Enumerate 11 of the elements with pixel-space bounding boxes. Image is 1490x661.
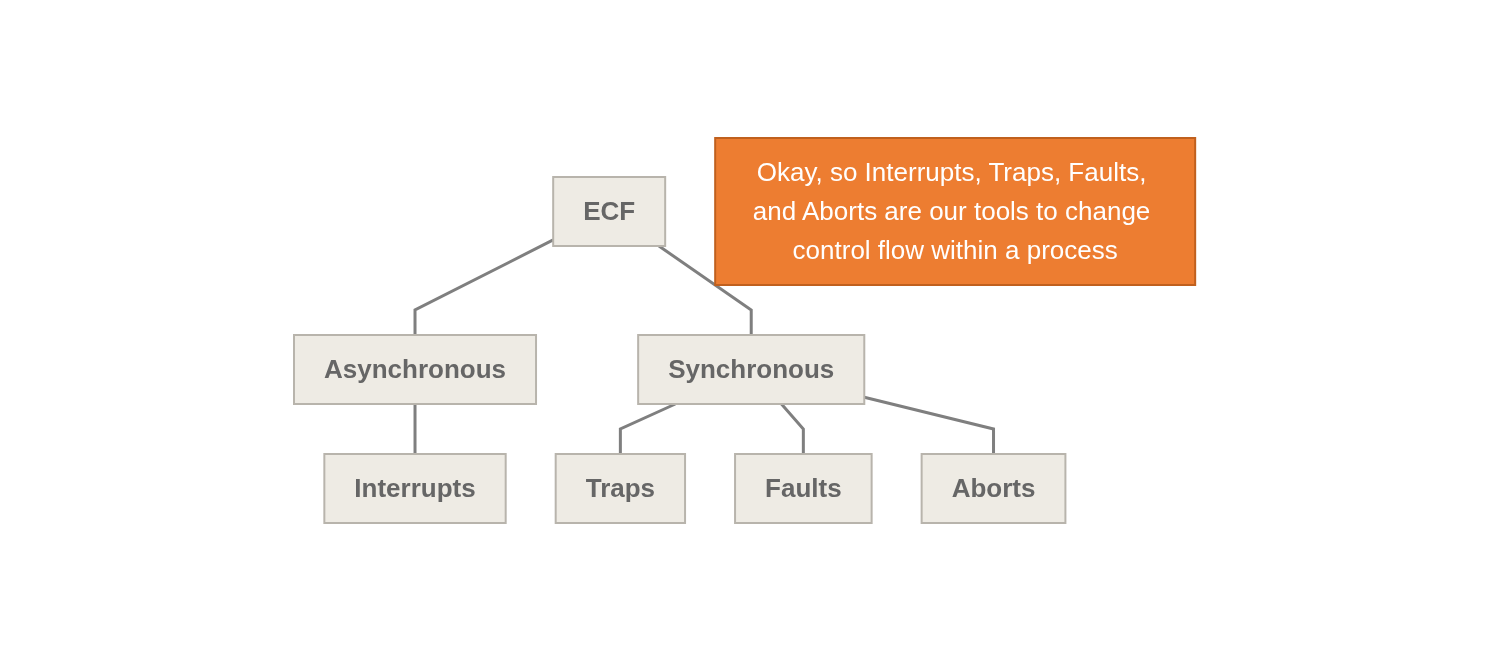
node-box: Interrupts xyxy=(323,453,508,524)
node-box: ECF xyxy=(552,176,667,247)
node-box: Faults xyxy=(734,453,874,524)
node-box: Traps xyxy=(555,453,687,524)
node-box: Okay, so Interrupts, Traps, Faults, and Aborts are our tools to change control flow within a process xyxy=(714,137,1197,286)
node-box: Synchronous xyxy=(637,334,866,405)
node-box: Asynchronous xyxy=(293,334,538,405)
connector xyxy=(413,404,417,454)
node-box: Aborts xyxy=(921,453,1067,524)
connector xyxy=(780,403,806,454)
connector xyxy=(864,395,996,454)
